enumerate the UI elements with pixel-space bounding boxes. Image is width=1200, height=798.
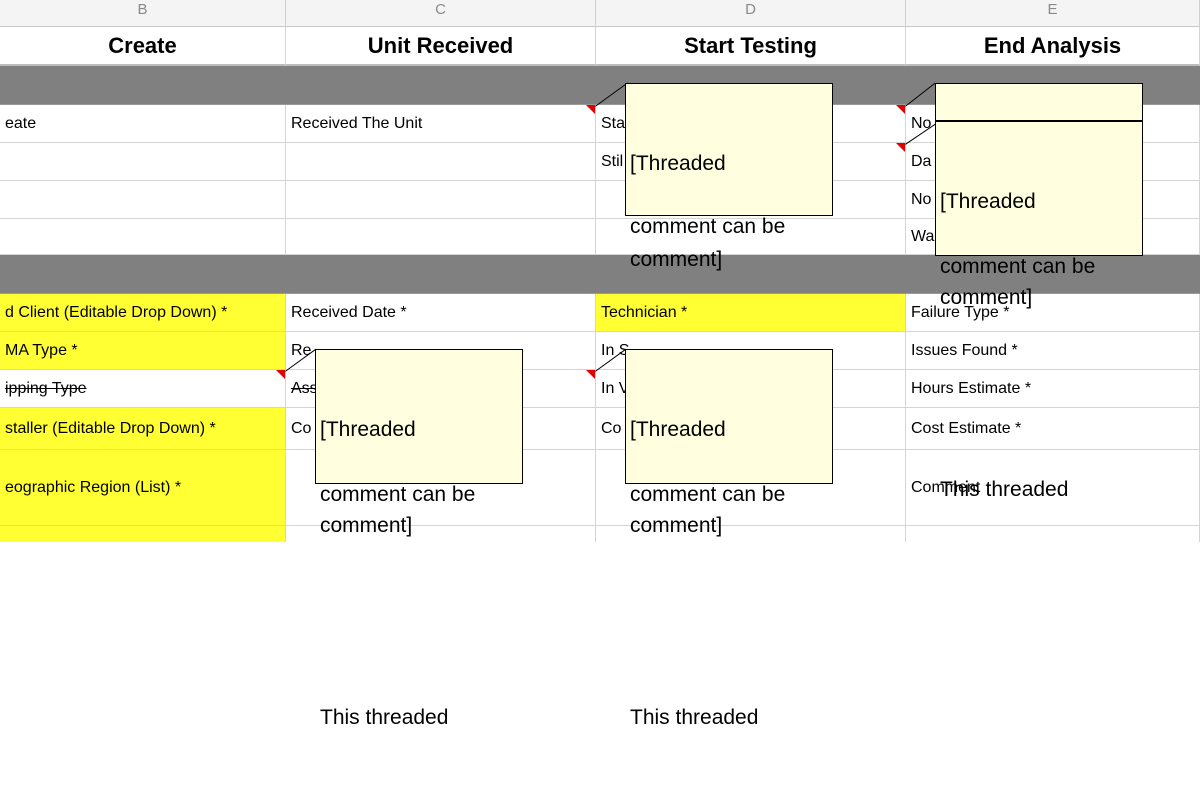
comment-line-1: [Threaded bbox=[940, 190, 1036, 213]
comment-line-5: comment can be bbox=[630, 483, 786, 506]
comment-line-2: comment] bbox=[320, 514, 413, 537]
cell-c-r6[interactable]: Received Date * bbox=[286, 294, 596, 332]
cell-c-r8-text: Ass bbox=[291, 379, 318, 397]
comment-marker-e-r2[interactable] bbox=[896, 143, 905, 152]
cell-d-r3[interactable] bbox=[596, 181, 906, 219]
cell-c-r10[interactable] bbox=[286, 450, 596, 526]
comment-marker-e-r1[interactable] bbox=[896, 105, 905, 114]
cell-b-r8-text: ipping Type bbox=[5, 379, 87, 397]
cell-b-r7[interactable]: MA Type * bbox=[0, 332, 286, 370]
title-cell-unit-received[interactable]: Unit Received bbox=[286, 27, 596, 66]
comment-line-2: comment] bbox=[940, 286, 1033, 309]
cell-b-r1[interactable]: eate bbox=[0, 105, 286, 143]
column-header-e[interactable]: E bbox=[906, 0, 1200, 27]
column-header-d[interactable]: D bbox=[596, 0, 906, 27]
cell-c-r3[interactable] bbox=[286, 181, 596, 219]
comment-line-5: comment can be bbox=[630, 215, 786, 238]
cell-b-r2[interactable] bbox=[0, 143, 286, 181]
comment-line-2: comment] bbox=[630, 248, 723, 271]
comment-line-1: [Threaded bbox=[630, 152, 726, 175]
comment-line-3 bbox=[630, 606, 828, 638]
cell-d-r10[interactable] bbox=[596, 450, 906, 526]
cell-b-r3[interactable] bbox=[0, 181, 286, 219]
comment-line-5: comment can be bbox=[940, 255, 1096, 278]
cell-b-r10[interactable]: eographic Region (List) * bbox=[0, 450, 286, 526]
comment-line-1: [Threaded bbox=[630, 418, 726, 441]
gray-band-row-2[interactable] bbox=[0, 255, 1200, 294]
threaded-comment-popup[interactable]: [Threaded bbox=[935, 83, 1143, 175]
cell-c-r11[interactable] bbox=[286, 526, 596, 542]
cell-c-r2[interactable] bbox=[286, 143, 596, 181]
comment-line-4: This threaded bbox=[630, 706, 759, 729]
threaded-comment-popup[interactable]: [Threaded comment] This threaded comment… bbox=[315, 349, 523, 729]
comment-line-4: This threaded bbox=[320, 706, 449, 729]
title-cell-start-testing[interactable]: Start Testing bbox=[596, 27, 906, 66]
spreadsheet-grid[interactable]: B C D E Create Unit Received Start Testi… bbox=[0, 0, 1200, 542]
cell-c-r4[interactable] bbox=[286, 219, 596, 255]
cell-b-r8[interactable]: ipping Type bbox=[0, 370, 286, 408]
cell-b-r6[interactable]: d Client (Editable Drop Down) * bbox=[0, 294, 286, 332]
column-header-b[interactable]: B bbox=[0, 0, 286, 27]
comment-marker-b-r8[interactable] bbox=[276, 370, 285, 379]
cell-d-r4[interactable] bbox=[596, 219, 906, 255]
comment-marker-d-r1[interactable] bbox=[586, 105, 595, 114]
title-cell-create[interactable]: Create bbox=[0, 27, 286, 66]
cell-b-r4[interactable] bbox=[0, 219, 286, 255]
column-header-c[interactable]: C bbox=[286, 0, 596, 27]
comment-line-5: comment can be bbox=[320, 483, 476, 506]
threaded-comment-popup[interactable]: [Threaded comment] This threaded comment… bbox=[935, 121, 1143, 501]
comment-line-3 bbox=[940, 378, 1138, 410]
title-cell-end-analysis[interactable]: End Analysis bbox=[906, 27, 1200, 66]
cell-d-r6[interactable]: Technician * bbox=[596, 294, 906, 332]
cell-b-r11[interactable] bbox=[0, 526, 286, 542]
comment-line-2: comment] bbox=[630, 514, 723, 537]
comment-line-4: This threaded bbox=[940, 478, 1069, 501]
cell-d-r11[interactable] bbox=[596, 526, 906, 542]
threaded-comment-popup[interactable]: [Threaded comment] This threaded comment… bbox=[625, 83, 833, 463]
cell-c-r1[interactable]: Received The Unit bbox=[286, 105, 596, 143]
threaded-comment-popup[interactable]: [Threaded comment] This threaded comment… bbox=[625, 349, 833, 729]
comment-line-3 bbox=[320, 606, 518, 638]
comment-marker-d-r8[interactable] bbox=[586, 370, 595, 379]
comment-line-1: [Threaded bbox=[320, 418, 416, 441]
cell-b-r9[interactable]: staller (Editable Drop Down) * bbox=[0, 408, 286, 450]
